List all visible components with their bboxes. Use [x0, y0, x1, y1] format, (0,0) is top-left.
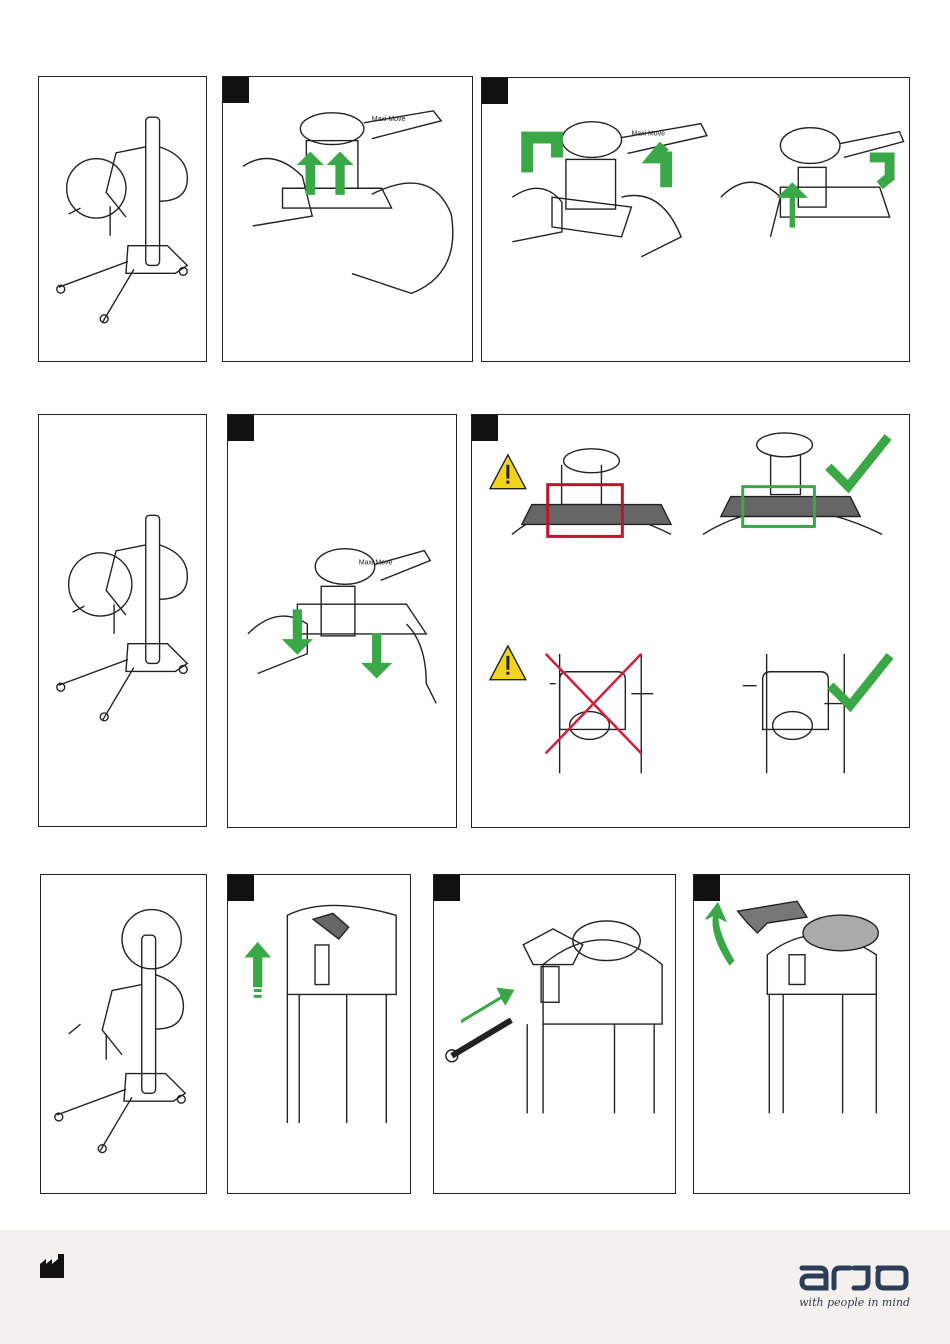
warning-triangle-icon — [490, 455, 526, 489]
patient-lift-illustration — [41, 875, 206, 1193]
arjo-logo — [798, 1258, 914, 1294]
attach-spreader-illustration: Maxi Move — [228, 415, 456, 827]
tagline: with people in mind — [760, 1296, 910, 1309]
page-footer: with people in mind — [0, 1230, 950, 1344]
step-panel-row2-a: Maxi Move — [227, 414, 457, 828]
lift-cover-illustration — [228, 875, 410, 1193]
lift-off-spreader-illustration: Maxi Move — [482, 78, 909, 361]
brand-label: Maxi Move — [631, 131, 665, 138]
step-panel-row1-b: Maxi Move — [481, 77, 910, 362]
remove-pin-illustration — [434, 875, 675, 1193]
brand-label: Maxi Move — [359, 559, 393, 566]
step-panel-row3-b — [433, 874, 676, 1194]
arrow-left-icon — [462, 988, 514, 1022]
overview-lift-row2 — [38, 414, 207, 827]
overview-lift-row3 — [40, 874, 207, 1194]
arrow-curved-icon — [706, 903, 734, 964]
patient-lift-illustration — [39, 415, 206, 826]
checkmark-icon — [830, 656, 890, 706]
brand-label: Maxi Move — [372, 116, 406, 123]
step-panel-row1-a: Maxi Move — [222, 76, 473, 362]
checkmark-icon — [828, 437, 888, 487]
release-latch-illustration: Maxi Move — [223, 77, 472, 361]
patient-lift-illustration — [39, 77, 206, 361]
warning-triangle-icon — [490, 646, 526, 680]
step-panel-row3-a — [227, 874, 411, 1194]
overview-lift-row1 — [38, 76, 207, 362]
arrow-up-icon — [246, 943, 270, 987]
step-panel-row2-b — [471, 414, 910, 828]
step-panel-row3-c — [693, 874, 910, 1194]
factory-icon — [38, 1252, 66, 1280]
lift-off-top-illustration — [694, 875, 909, 1193]
correct-incorrect-position-illustration — [472, 415, 909, 827]
